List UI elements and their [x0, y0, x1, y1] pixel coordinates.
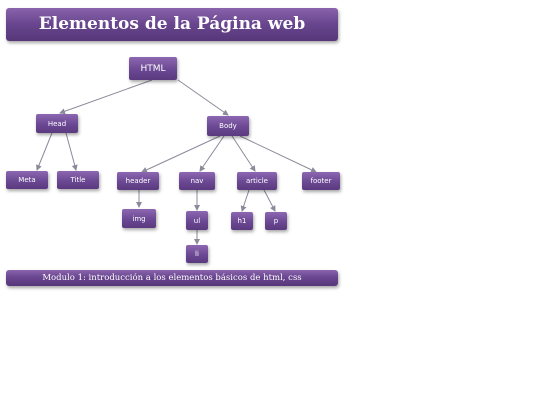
node-ul: ul [186, 211, 208, 230]
node-html-label: HTML [140, 63, 166, 74]
node-footer: footer [302, 172, 340, 190]
connector-body-article [231, 135, 256, 172]
node-body: Body [207, 116, 249, 136]
node-body-label: Body [219, 122, 237, 130]
connector-head-meta [36, 132, 53, 171]
node-img: img [122, 209, 156, 228]
footer-caption-banner: Modulo 1: introducción a los elementos b… [6, 270, 338, 286]
node-header-label: header [125, 177, 151, 185]
node-li-label: li [195, 250, 199, 258]
node-meta: Meta [6, 171, 48, 189]
node-h1-label: h1 [237, 217, 247, 225]
node-footer-label: footer [310, 177, 332, 185]
node-h1: h1 [231, 212, 253, 230]
node-html: HTML [129, 57, 177, 80]
node-p: p [265, 212, 287, 230]
node-title-label: Title [70, 176, 86, 184]
node-nav-label: nav [190, 177, 204, 185]
node-img-label: img [132, 214, 146, 223]
node-li: li [186, 245, 208, 263]
connector-article-p [263, 189, 276, 212]
node-ul-label: ul [193, 216, 201, 225]
connector-body-nav [199, 135, 225, 172]
connector-html-body [177, 79, 229, 116]
connector-head-title [65, 132, 78, 171]
node-meta-label: Meta [18, 176, 36, 184]
connector-body-header [141, 135, 221, 173]
node-article: article [237, 172, 277, 190]
node-article-label: article [246, 177, 268, 185]
node-header: header [117, 172, 159, 190]
connector-article-h1 [240, 189, 250, 212]
diagram-title: Elementos de la Página web [38, 14, 306, 34]
node-head: Head [36, 114, 78, 133]
node-title: Title [57, 171, 99, 189]
connector-html-head [59, 79, 153, 115]
node-p-label: p [273, 217, 279, 225]
connector-body-footer [239, 135, 317, 173]
node-nav: nav [179, 172, 215, 190]
diagram-title-banner: Elementos de la Página web [6, 8, 338, 41]
footer-caption: Modulo 1: introducción a los elementos b… [42, 273, 302, 283]
node-head-label: Head [47, 119, 67, 128]
